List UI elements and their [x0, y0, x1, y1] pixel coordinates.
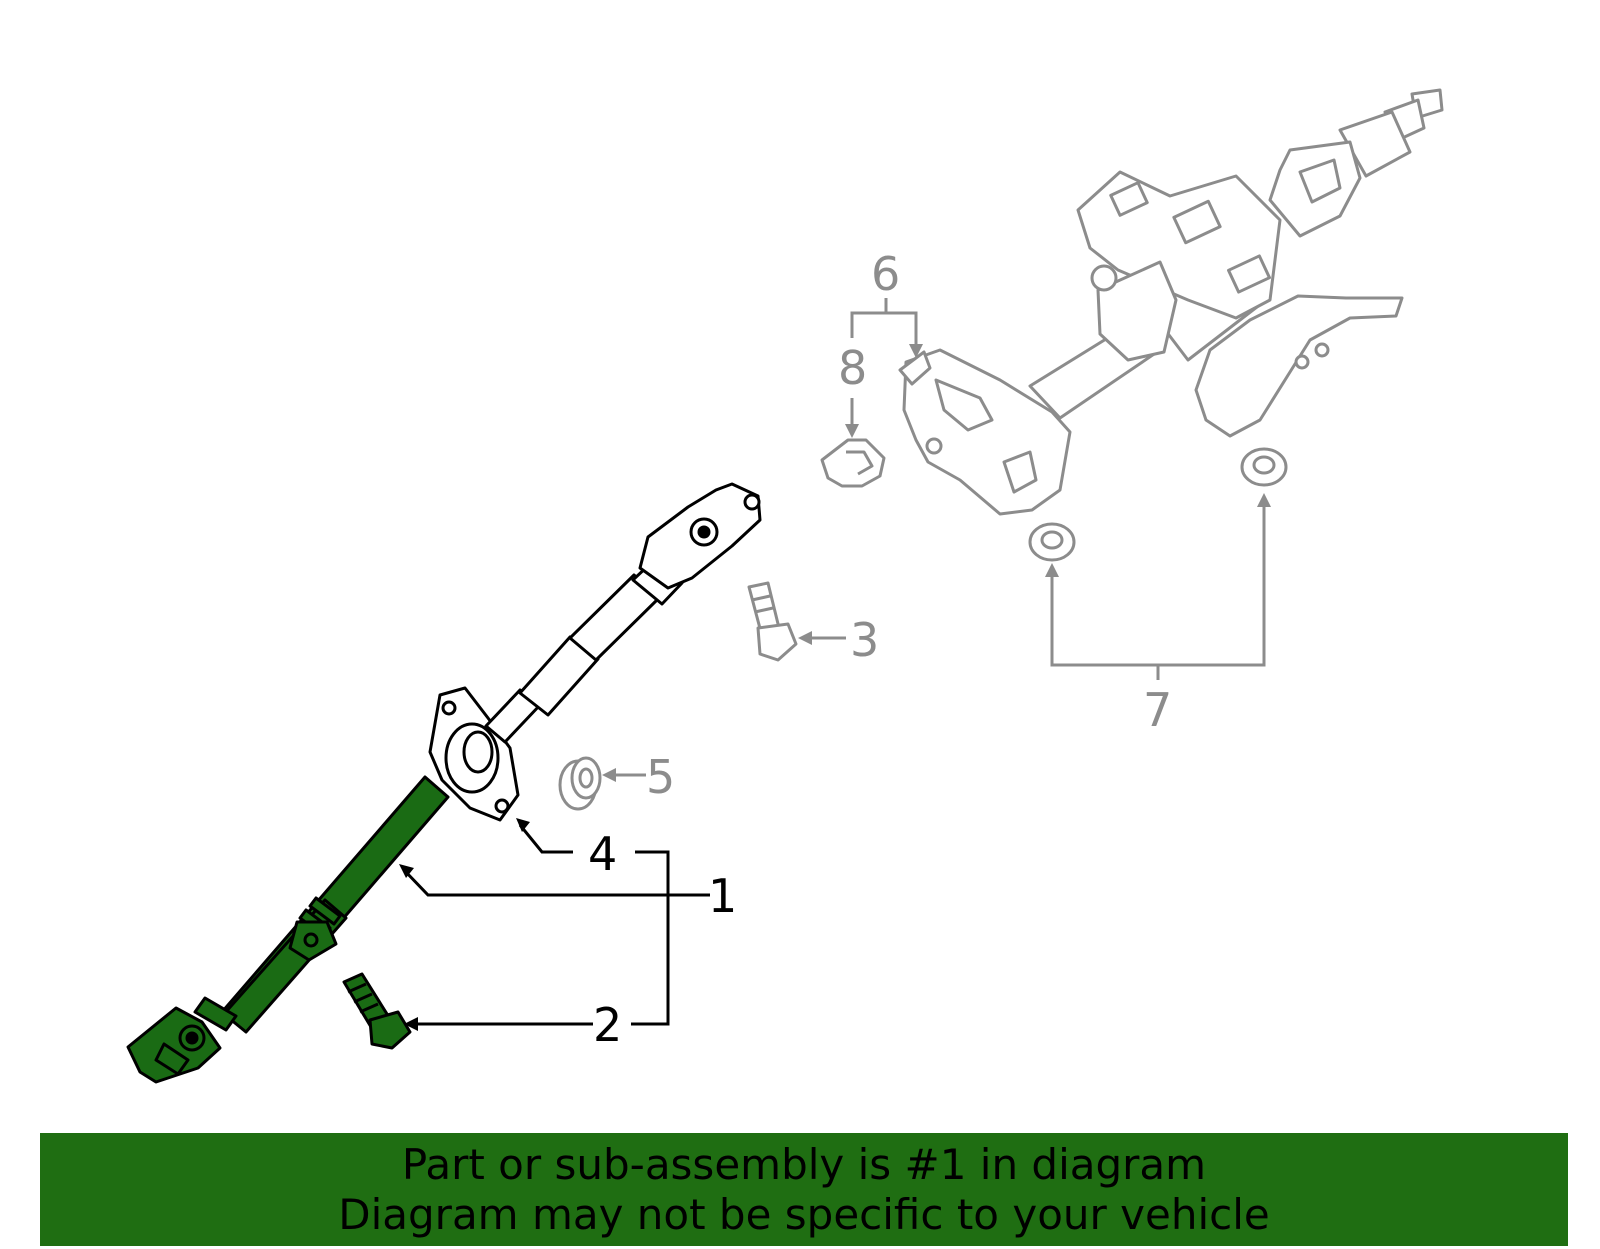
arrowhead-6 — [909, 344, 923, 358]
bolt-part-2[interactable] — [342, 972, 412, 1050]
callout-4: 4 — [588, 827, 617, 881]
steering-column-part-6[interactable] — [898, 88, 1444, 516]
intermediate-shaft — [484, 482, 762, 744]
callout-8: 8 — [838, 341, 867, 395]
leader-lines-dark — [402, 824, 710, 1026]
callout-6: 6 — [871, 247, 900, 301]
note-line-part-reference: Part or sub-assembly is #1 in diagram — [401, 1139, 1207, 1189]
lower-steering-shaft-part-1[interactable] — [126, 775, 450, 1084]
leader-line-1 — [402, 868, 708, 897]
leader-line-4 — [518, 824, 573, 854]
callout-1: 1 — [708, 869, 737, 923]
arrowhead-7-left — [1045, 563, 1059, 577]
leader-bracket-6-8 — [850, 311, 918, 350]
arrowhead-8 — [845, 424, 859, 438]
arrowhead-2 — [404, 1017, 418, 1031]
note-banner-background — [40, 1133, 1568, 1246]
callout-3: 3 — [850, 613, 879, 667]
arrowhead-7-right — [1257, 493, 1271, 507]
arrowhead-4 — [516, 818, 530, 832]
leader-bracket-1-2-4 — [631, 850, 670, 1026]
leader-arrowheads-grey — [602, 344, 1271, 782]
nut-part-7-left[interactable] — [1028, 522, 1076, 562]
note-line-vehicle-disclaimer: Diagram may not be specific to your vehi… — [338, 1189, 1270, 1239]
leader-lines-grey — [610, 298, 1266, 777]
leader-arrowheads-dark — [399, 818, 530, 1031]
arrowhead-3 — [798, 631, 812, 645]
nut-part-7-right[interactable] — [1240, 447, 1288, 487]
nut-part-5[interactable] — [558, 756, 602, 811]
leader-bracket-7 — [1050, 498, 1266, 667]
bolt-part-3[interactable] — [747, 581, 798, 662]
clip-part-8[interactable] — [820, 438, 886, 488]
arrowhead-5 — [602, 768, 616, 782]
callout-7: 7 — [1143, 683, 1172, 737]
dust-seal-flange-part-4[interactable] — [428, 686, 520, 822]
arrowhead-1 — [399, 864, 414, 878]
callout-5: 5 — [646, 750, 675, 804]
callout-2: 2 — [593, 998, 622, 1052]
note-banner: Part or sub-assembly is #1 in diagram Di… — [40, 1133, 1568, 1246]
